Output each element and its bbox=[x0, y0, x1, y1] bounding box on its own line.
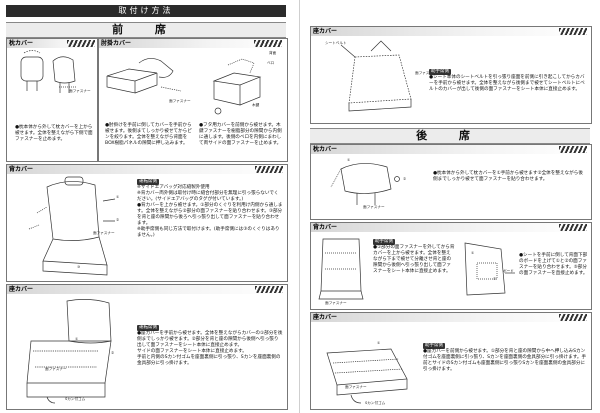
rear-seat-illustration bbox=[326, 348, 408, 404]
stripe-decoration bbox=[255, 286, 283, 293]
stripe-decoration bbox=[559, 314, 587, 321]
front-backrest-line-1: ※サイドエアバッグ対応縫製外使用 bbox=[137, 185, 210, 190]
rear-backrest-text-right: ●シートを手前に倒して背面下部のボードを上げて①と②の面ファスナーを貼り合わせま… bbox=[519, 253, 588, 276]
passenger-seat-top-badge: 助手席側 bbox=[429, 69, 451, 75]
armrest-fastener-label: 面ファスナー bbox=[169, 99, 191, 103]
page-divider bbox=[299, 0, 300, 413]
seat-label-1: ① bbox=[75, 337, 79, 341]
rear-seat-label: 座カバー bbox=[313, 314, 338, 321]
rear-headrest-label-1: ① bbox=[347, 158, 351, 162]
backrest-label-1: ① bbox=[116, 195, 120, 199]
rear-seat-text: 助手席側 ●座カバーを前側から被せます。①部分を背と座の隙間から中へ押し込みSカ… bbox=[423, 343, 587, 373]
passenger-fastener-label: 面ファスナー bbox=[415, 71, 437, 75]
rear-backrest-badge: 助手席側 bbox=[373, 239, 395, 245]
rear-backrest-illustration-1 bbox=[318, 238, 364, 300]
front-seat-panel: 座カバー ① ② 面ファスナー Sカン付ゴム 運転席側 ●座カバーを手前から被せ… bbox=[6, 284, 288, 410]
section-bar bbox=[311, 313, 591, 322]
front-armrest-text-right: ●フタ用カバーを前側から被せます。木鍵ファスナーを樹脂部分の隙間から内側に通しま… bbox=[199, 123, 282, 146]
rear-backrest-left-line: ●①部分の面ファスナーを外してから背カバーを上から被せます。全体を整えながら下ま… bbox=[373, 245, 455, 274]
armrest-back-label: 背面 bbox=[269, 51, 277, 55]
rear-backrest-illustration-2 bbox=[464, 242, 515, 296]
backrest-label-2: ② bbox=[116, 218, 120, 222]
stripe-decoration bbox=[254, 40, 282, 47]
rear-headrest-label: 枕カバー bbox=[313, 146, 338, 153]
front-backrest-line-3: ●背カバーを上から被せます。①部分のくぐりを利用け内側から通します。全体を整えな… bbox=[137, 203, 283, 226]
rear-headrest-fastener-label: 面ファスナー bbox=[363, 205, 385, 209]
rear-seat-badge: 助手席側 bbox=[423, 343, 445, 349]
armrest-illustration-1 bbox=[106, 58, 182, 94]
stripe-decoration bbox=[67, 40, 95, 47]
left-page: 取付け方法 前 席 枕カバー 面ファスナー ●枕本体から外して枕カバーを上から被… bbox=[0, 0, 296, 413]
passenger-seat-top-text: 助手席側 ●シート本体のシートベルトを引っ張り座面を前側に引き起こしてからカバー… bbox=[429, 69, 587, 93]
section-bar bbox=[311, 27, 591, 36]
section-bar bbox=[7, 39, 97, 48]
armrest-illustration-2 bbox=[212, 58, 262, 115]
rear-seat-label-1: ① bbox=[377, 341, 381, 345]
front-backrest-label: 背カバー bbox=[9, 166, 34, 173]
front-seat-badge: 運転席側 bbox=[137, 325, 159, 331]
passenger-belt-label: シートベルト bbox=[325, 41, 347, 45]
seat-illustration bbox=[26, 299, 112, 404]
rear-headrest-text: ●枕本体から外して枕カバーを①手前から被せます②全体を整えながら後側までしっかり… bbox=[433, 171, 583, 182]
stripe-decoration bbox=[255, 166, 283, 173]
front-headrest-text: ●枕本体から外して枕カバーを上から被せます。全体を整えながら下側で面ファスナーを… bbox=[15, 125, 93, 142]
section-bar bbox=[7, 165, 287, 174]
rear-headrest-panel: 枕カバー ① ② 面ファスナー ●枕本体から外して枕カバーを①手前から被せます②… bbox=[310, 144, 592, 220]
front-seat-line-3: 手前と内側のSカン付ゴムを座面裏側に引っ張り、Sカンを座面裏側の金具部分に引っ掛… bbox=[137, 355, 281, 366]
front-armrest-label: 肘掛カバー bbox=[101, 40, 132, 47]
backrest-illustration bbox=[28, 176, 116, 276]
front-seat-heading: 前 席 bbox=[6, 22, 286, 38]
armrest-beru-label: ベロ bbox=[267, 61, 275, 65]
rear-headrest-illustration bbox=[330, 163, 400, 205]
rear-headrest-label-2: ② bbox=[403, 177, 407, 181]
section-bar bbox=[311, 223, 591, 232]
rear-seat-line: ●座カバーを前側から被せます。①部分を背と座の隙間から中へ押し込みSカン付ゴムを… bbox=[423, 349, 587, 372]
backrest-label-3: ③ bbox=[77, 265, 81, 269]
passenger-seat-top-label: 座カバー bbox=[313, 28, 338, 35]
section-bar bbox=[7, 285, 287, 294]
seat-fastener-label: 面ファスナー bbox=[45, 367, 67, 371]
section-bar bbox=[311, 145, 591, 154]
stripe-decoration bbox=[559, 224, 587, 231]
rear-seat-hook-label: Sカン付ゴム bbox=[365, 401, 386, 405]
rear-backrest-panel: 背カバー 面ファスナー 助手席側 ●①部分の面ファスナーを外してから背カバーを上… bbox=[310, 222, 592, 310]
headrest-fastener-label: 面ファスナー bbox=[69, 89, 91, 93]
rear-backrest-board-label: ボード bbox=[503, 269, 514, 273]
rear-backrest-label-2: ② bbox=[493, 277, 497, 281]
rear-backrest-label: 背カバー bbox=[313, 224, 338, 231]
stripe-decoration bbox=[559, 28, 587, 35]
page-title: 取付け方法 bbox=[6, 5, 286, 17]
front-armrest-text-left: ●肘掛けを手前に倒してカバーを手前から被せます。後側まてしっかり被せてからピンを… bbox=[105, 123, 192, 146]
rear-backrest-label-1: ① bbox=[471, 251, 475, 255]
rear-seat-panel: 座カバー ① 面ファスナー Sカン付ゴム 助手席側 ●座カバーを前側から被せます… bbox=[310, 312, 592, 410]
section-bar bbox=[99, 39, 287, 48]
seat-label-2: ② bbox=[111, 351, 115, 355]
front-seat-line-2: サイドの面ファスナーをシート本体に直接止めます。 bbox=[137, 349, 247, 354]
rear-seat-heading: 後 席 bbox=[310, 128, 590, 144]
rear-seat-fastener-label: 面ファスナー bbox=[345, 385, 367, 389]
passenger-seat-illustration bbox=[340, 40, 412, 112]
right-page: 座カバー シートベルト 面ファスナー 助手席側 ●シート本体のシートベルトを引っ… bbox=[304, 0, 600, 413]
front-backrest-panel: 背カバー ① ② ③ 面ファスナー 運転席側 ※サイドエアバッグ対応縫製外使用 … bbox=[6, 164, 288, 282]
armrest-wood-label: 木鍵 bbox=[252, 103, 260, 107]
front-seat-label: 座カバー bbox=[9, 286, 34, 293]
front-headrest-label: 枕カバー bbox=[9, 40, 34, 47]
front-backrest-line-4: ※助手席側も同じ方法で取付けます。(助手席側には③のくぐりはありません。) bbox=[137, 227, 280, 238]
headrest-illustration bbox=[20, 50, 77, 93]
seat-hook-label: Sカン付ゴム bbox=[65, 397, 86, 401]
backrest-fastener-label: 面ファスナー bbox=[93, 231, 115, 235]
rear-backrest-text-left: 助手席側 ●①部分の面ファスナーを外してから背カバーを上から被せます。全体を整え… bbox=[373, 239, 455, 275]
passenger-seat-top-line: ●シート本体のシートベルトを引っ張り座面を前側に引き起こしてからカバーを手前から… bbox=[429, 75, 585, 92]
front-seat-line-1: ●座カバーを手前から被せます。全体を整えながらカバーの①部分を後側までしっかり被… bbox=[137, 331, 283, 348]
front-backrest-text: 運転席側 ※サイドエアバッグ対応縫製外使用 ※背カバー両外側は取付け時に縫合付部… bbox=[137, 179, 283, 239]
front-seat-text: 運転席側 ●座カバーを手前から被せます。全体を整えながらカバーの①部分を後側まで… bbox=[137, 325, 283, 367]
front-armrest-panel: 肘掛カバー 面ファスナー 木鍵 ベロ 背面 ●肘掛けを手前に倒してカバーを手前か… bbox=[98, 38, 288, 162]
rear-backrest-fastener-label: 面ファスナー bbox=[325, 301, 347, 305]
front-backrest-badge: 運転席側 bbox=[137, 179, 159, 185]
passenger-seat-top-panel: 座カバー シートベルト 面ファスナー 助手席側 ●シート本体のシートベルトを引っ… bbox=[310, 26, 592, 124]
front-headrest-panel: 枕カバー 面ファスナー ●枕本体から外して枕カバーを上から被せます。全体を整えな… bbox=[6, 38, 98, 162]
stripe-decoration bbox=[559, 146, 587, 153]
front-backrest-line-2: ※背カバー両外側は取付け時に縫合付部分を無理に引っ張らないでください。(サイドエ… bbox=[137, 191, 279, 202]
